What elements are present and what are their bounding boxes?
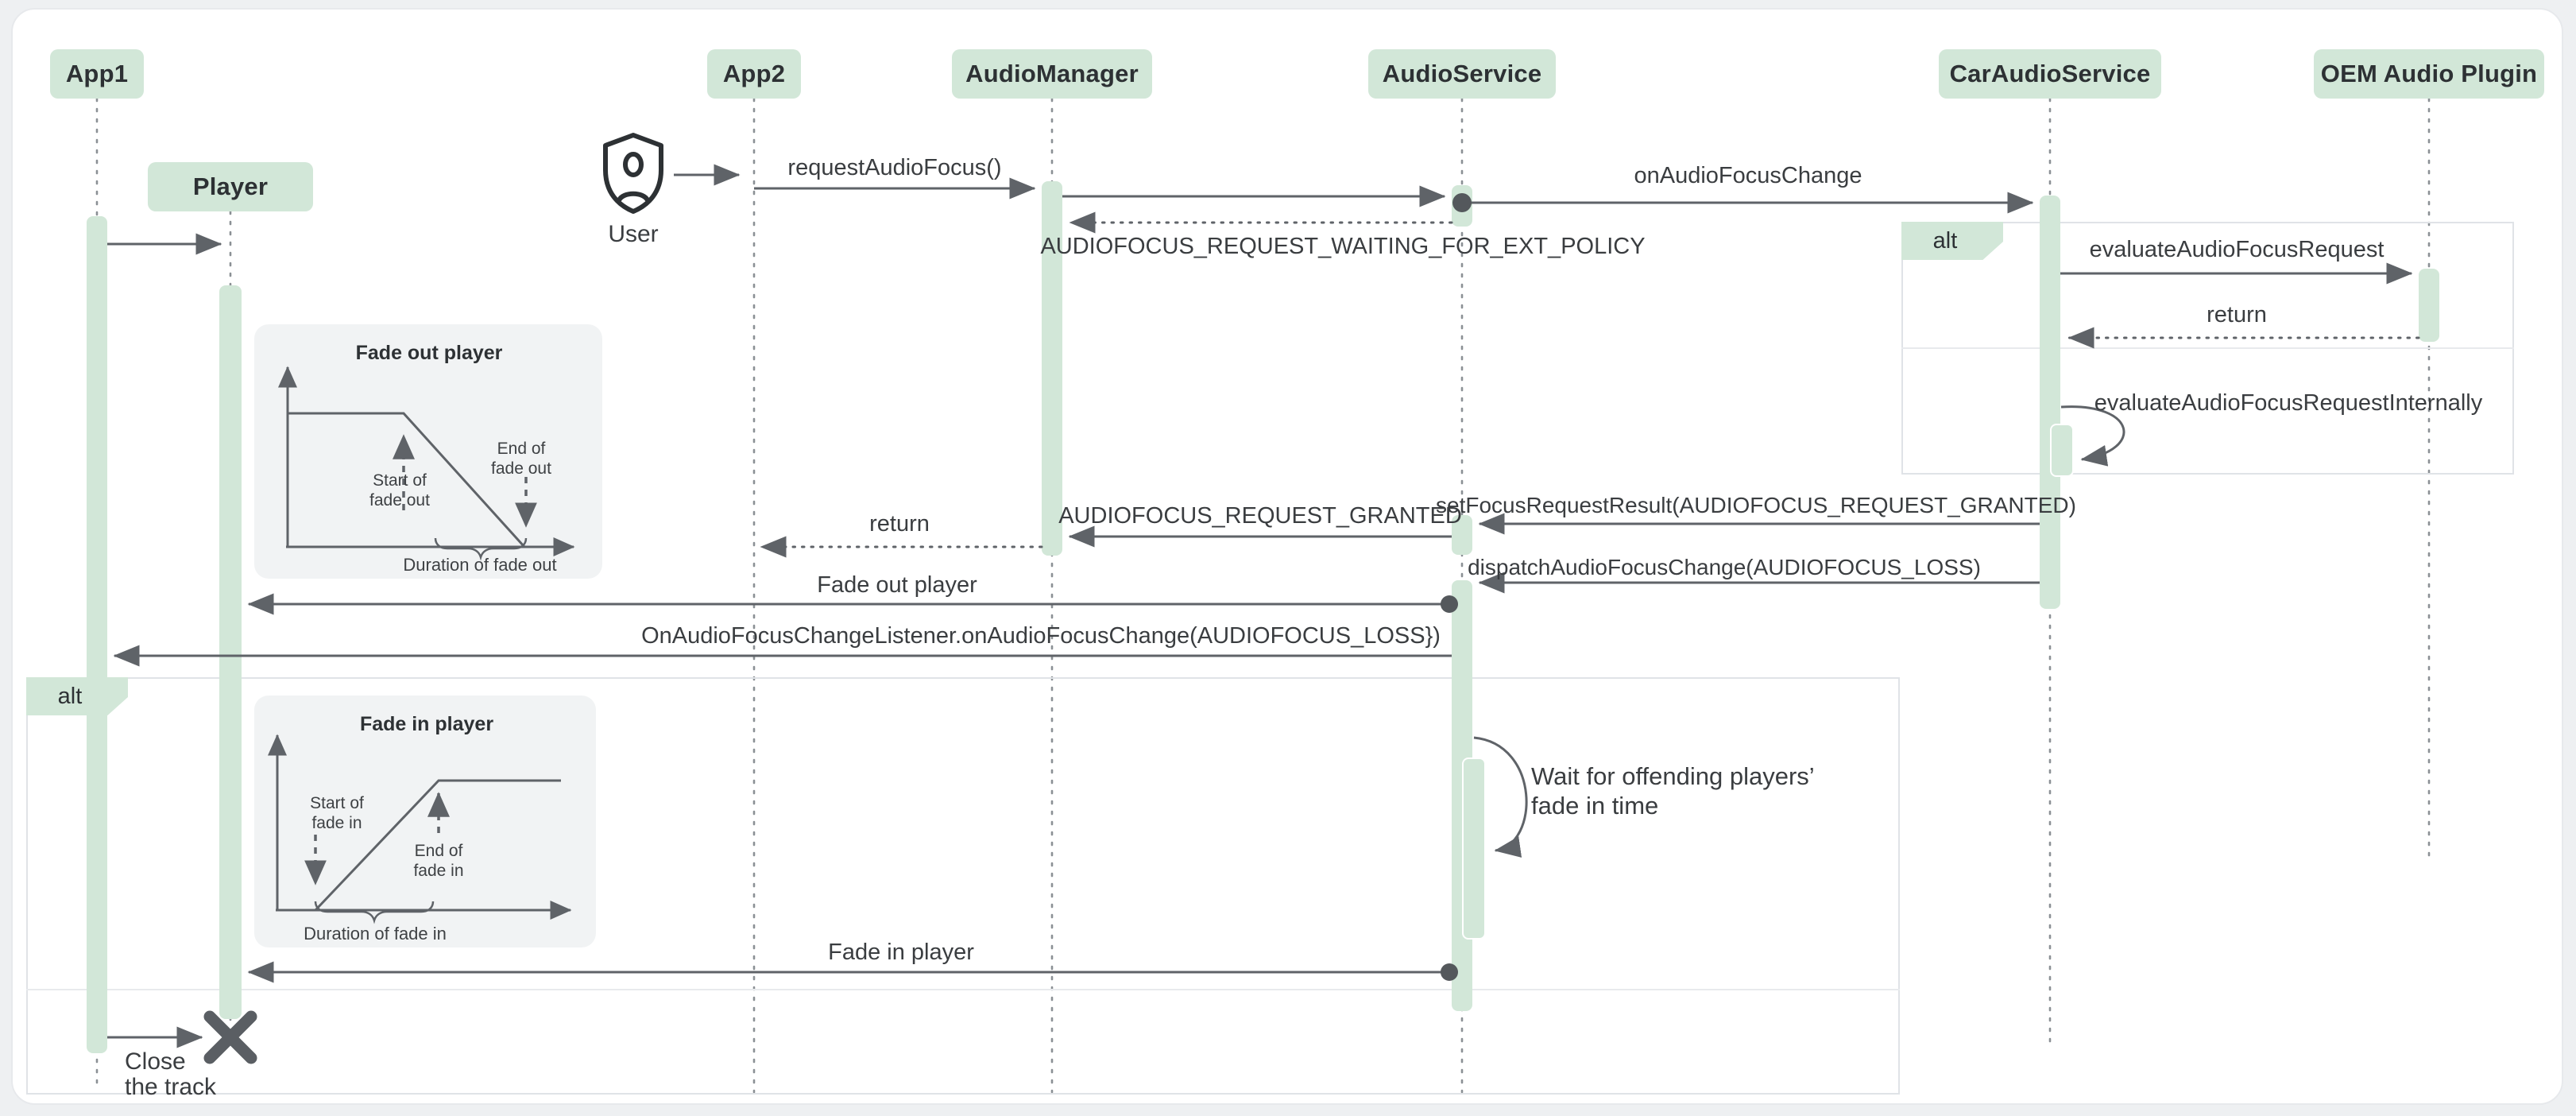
participant-app1-label: App1 — [65, 60, 129, 87]
activation-audiomanager — [1042, 181, 1062, 556]
fade-in-chart-panel — [254, 696, 596, 947]
alt-frame-left-divider — [26, 989, 1900, 990]
arrow-wait-selfloop[interactable] — [1473, 736, 1528, 858]
label-waiting-ext-policy: AUDIOFOCUS_REQUEST_WAITING_FOR_EXT_POLIC… — [1040, 234, 1646, 259]
label-dispatch-change: dispatchAudioFocusChange(AUDIOFOCUS_LOSS… — [1468, 555, 1981, 579]
close-note-line2: the track — [125, 1074, 217, 1100]
fade-out-start-line2: fade out — [369, 491, 430, 510]
bullet-fade-in — [1441, 963, 1458, 981]
activation-audioservice-wait-nested — [1462, 758, 1486, 940]
label-evaluate-request: evaluateAudioFocusRequest — [2089, 237, 2385, 262]
activation-player — [219, 285, 242, 1019]
participant-oem-audio-plugin-label: OEM Audio Plugin — [2320, 60, 2538, 87]
participant-oem-audio-plugin: OEM Audio Plugin — [2314, 49, 2544, 99]
activation-oem — [2419, 269, 2439, 342]
fade-in-start-line1: Start of — [310, 794, 364, 812]
fade-out-duration-brace — [434, 537, 528, 561]
fade-out-start-label: Start of fade out — [369, 471, 430, 510]
label-request-granted: AUDIOFOCUS_REQUEST_GRANTED — [1058, 503, 1462, 529]
alt-frame-left-label: alt — [26, 677, 128, 715]
activation-caraudioservice-nested — [2050, 424, 2074, 477]
fade-in-duration-brace — [314, 901, 435, 924]
user-icon — [603, 133, 663, 214]
participant-audiomanager-label: AudioManager — [965, 60, 1139, 87]
fade-out-end-line1: End of — [497, 440, 546, 458]
fade-out-title: Fade out player — [355, 342, 503, 364]
destroy-x-icon — [203, 1010, 257, 1064]
participant-app2-label: App2 — [722, 60, 786, 87]
fade-out-start-line1: Start of — [373, 471, 427, 490]
fade-out-end-label: End of fade out — [491, 439, 551, 479]
fade-out-duration-label: Duration of fade out — [403, 555, 557, 575]
wait-note-line1: Wait for offending players’ — [1531, 762, 1815, 790]
participant-app1: App1 — [50, 49, 144, 99]
activation-audioservice-2 — [1452, 515, 1472, 555]
label-fade-in-player: Fade in player — [828, 940, 974, 965]
alt-left-label-text: alt — [57, 683, 83, 709]
label-evaluate-internally: evaluateAudioFocusRequestInternally — [2094, 390, 2483, 416]
label-listener-callback: OnAudioFocusChangeListener.onAudioFocusC… — [641, 623, 1441, 649]
participant-player: Player — [148, 162, 313, 211]
fade-out-chart-panel — [254, 324, 602, 579]
fade-out-end-line2: fade out — [491, 459, 551, 478]
alt-frame-left — [26, 677, 1900, 1095]
alt-right-label-text: alt — [1932, 227, 1958, 254]
close-note-line1: Close — [125, 1048, 186, 1075]
label-request-audio-focus: requestAudioFocus() — [787, 155, 1002, 180]
arrow-evaluate-internally-selfloop[interactable] — [2060, 405, 2125, 467]
wait-note-line2: fade in time — [1531, 792, 1659, 820]
fade-in-start-line2: fade in — [311, 814, 362, 832]
label-on-audio-focus-change: onAudioFocusChange — [1634, 163, 1862, 188]
bullet-fade-out — [1441, 595, 1458, 613]
fade-in-chart — [268, 734, 572, 924]
participant-player-label: Player — [192, 172, 269, 200]
activation-app1 — [87, 216, 107, 1053]
participant-caraudioservice-label: CarAudioService — [1949, 60, 2151, 87]
fade-out-chart — [278, 366, 575, 561]
participant-app2: App2 — [707, 49, 801, 99]
alt-frame-right-label: alt — [1901, 222, 2003, 260]
fade-in-end-line2: fade in — [413, 862, 464, 880]
label-fade-out-player: Fade out player — [817, 572, 977, 598]
close-note: Close the track — [125, 1049, 216, 1100]
label-set-focus-result: setFocusRequestResult(AUDIOFOCUS_REQUEST… — [1436, 493, 2076, 517]
user-label: User — [608, 221, 659, 247]
fade-out-volume-line — [288, 412, 526, 548]
fade-in-title: Fade in player — [359, 713, 494, 735]
fade-in-end-line1: End of — [414, 842, 463, 860]
fade-in-start-label: Start of fade in — [310, 793, 364, 833]
activation-caraudioservice — [2040, 196, 2060, 609]
participant-audioservice-label: AudioService — [1382, 60, 1542, 87]
label-evaluate-return: return — [2207, 302, 2267, 327]
participant-audiomanager: AudioManager — [952, 49, 1152, 99]
participant-audioservice: AudioService — [1368, 49, 1556, 99]
participant-caraudioservice: CarAudioService — [1939, 49, 2161, 99]
fade-in-end-label: End of fade in — [413, 841, 463, 881]
label-manager-return: return — [869, 511, 930, 537]
bullet-on-audio-focus-change — [1452, 193, 1472, 212]
fade-in-duration-label: Duration of fade in — [304, 924, 447, 944]
fade-in-volume-line — [314, 779, 561, 912]
wait-note: Wait for offending players’ fade in time — [1531, 761, 1815, 820]
alt-frame-right-divider — [1901, 347, 2514, 349]
